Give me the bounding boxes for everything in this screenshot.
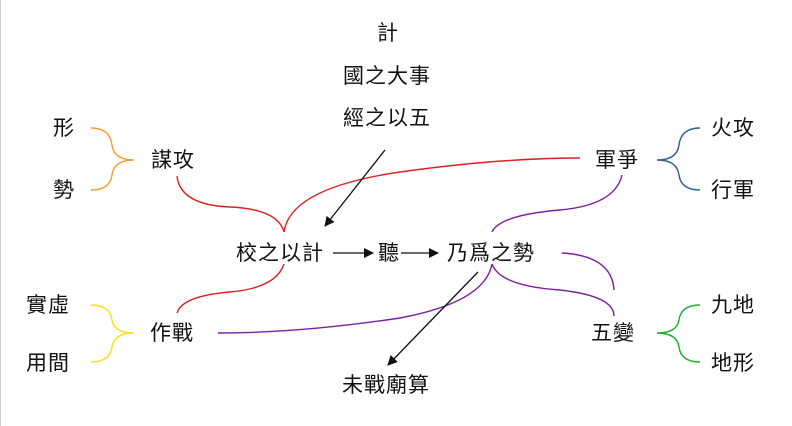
node-jing-zhi-yi-wu: 經之以五 bbox=[343, 106, 431, 130]
node-zuo-zhan: 作戰 bbox=[150, 321, 194, 345]
node-xing-jun: 行軍 bbox=[711, 178, 755, 202]
node-nai-wei-zhi-shi: 乃爲之勢 bbox=[447, 241, 535, 265]
node-wei-zhan-miao-suan: 未戰廟算 bbox=[342, 373, 430, 397]
purple-bottom-right bbox=[491, 263, 615, 317]
node-jiu-di: 九地 bbox=[711, 293, 755, 317]
red-curve-bottom bbox=[176, 263, 285, 314]
arrow-nai-to-weizhan bbox=[387, 271, 479, 366]
arrow-jing-to-jiao bbox=[324, 149, 386, 227]
orange-brace bbox=[90, 127, 135, 191]
purple-top bbox=[491, 174, 623, 233]
node-xing: 形 bbox=[53, 116, 75, 140]
green-brace bbox=[656, 304, 701, 363]
node-shi-left: 勢 bbox=[53, 178, 75, 202]
node-ting: 聽 bbox=[378, 241, 400, 265]
left-border bbox=[0, 0, 1, 426]
node-guo-zhi-da-shi: 國之大事 bbox=[343, 64, 431, 88]
node-di-xing: 地形 bbox=[711, 351, 755, 375]
yellow-brace bbox=[90, 304, 135, 363]
node-huo-gong: 火攻 bbox=[711, 116, 755, 140]
node-mou-gong: 謀攻 bbox=[151, 148, 195, 172]
node-jiao-zhi-yi-ji: 校之以計 bbox=[236, 241, 324, 265]
blue-brace bbox=[656, 127, 701, 191]
node-shi-xu: 實虛 bbox=[26, 293, 70, 317]
node-yong-jian: 用間 bbox=[26, 351, 70, 375]
node-wu-bian: 五變 bbox=[591, 321, 635, 345]
red-brace-top bbox=[176, 157, 581, 233]
purple-bottom-left bbox=[217, 263, 493, 334]
node-jun-zheng: 軍爭 bbox=[595, 148, 639, 172]
purple-right bbox=[561, 252, 615, 291]
node-ji: 計 bbox=[377, 21, 399, 45]
